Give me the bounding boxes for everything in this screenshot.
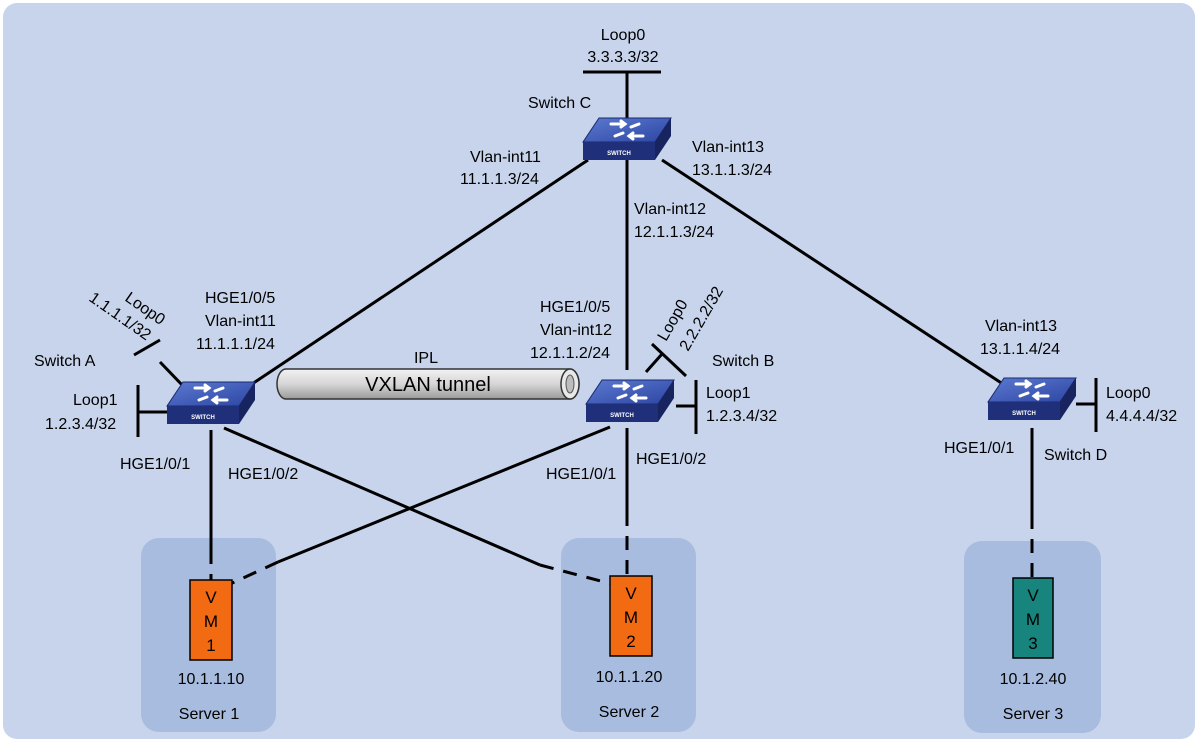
a-hge2: HGE1/0/2 [228, 466, 298, 483]
c-vlan12-name: Vlan-int12 [634, 201, 706, 218]
b-uplink-ip: 12.1.1.2/24 [530, 345, 610, 362]
loop0-bar-a [133, 338, 161, 357]
server-1-ip: 10.1.1.10 [178, 671, 245, 688]
a-hge1: HGE1/0/1 [120, 456, 190, 473]
vxlan-tunnel: VXLAN tunnel [276, 368, 580, 400]
switch-b-name: Switch B [712, 353, 774, 370]
svg-text:M: M [204, 612, 218, 631]
a-loop1-ip: 1.2.3.4/32 [45, 416, 116, 433]
switch-c[interactable] [581, 116, 673, 162]
server-2-ip: 10.1.1.20 [596, 669, 663, 686]
server-3-name: Server 3 [1003, 706, 1064, 723]
loop0-bar-b [650, 342, 688, 378]
svg-text:M: M [624, 608, 638, 627]
switch-b[interactable] [584, 378, 676, 424]
switch-a[interactable] [165, 380, 257, 426]
svg-text:M: M [1026, 610, 1040, 629]
d-vlan13-name: Vlan-int13 [985, 318, 1057, 335]
link-b-loop0 [644, 353, 664, 373]
c-vlan11-ip: 11.1.1.3/24 [460, 171, 539, 188]
b-loop1-name: Loop1 [706, 385, 751, 402]
ipl-label: IPL [414, 350, 438, 367]
vm-2[interactable]: V M 2 [609, 575, 653, 657]
dashed-links [209, 512, 1034, 587]
b-uplink-port: HGE1/0/5 [540, 299, 610, 316]
network-links [133, 70, 1098, 567]
c-vlan11-name: Vlan-int11 [470, 149, 541, 166]
d-loop0-ip: 4.4.4.4/32 [1106, 408, 1177, 425]
switch-icon [986, 376, 1078, 422]
c-vlan13-ip: 13.1.1.3/24 [692, 162, 772, 179]
diagram-background [3, 3, 1195, 739]
b-loop1-ip: 1.2.3.4/32 [706, 408, 777, 425]
link-c-d [661, 158, 1013, 392]
b-uplink-name: Vlan-int12 [540, 322, 612, 339]
link-a-hge2 [223, 426, 541, 567]
tunnel-label: VXLAN tunnel [365, 374, 491, 396]
a-uplink-port: HGE1/0/5 [205, 290, 275, 307]
vm-3-box [1012, 577, 1054, 659]
link-b-vm1 [277, 425, 611, 564]
switch-icon [584, 378, 676, 424]
switch-d[interactable] [986, 376, 1078, 422]
server-2-name: Server 2 [599, 704, 660, 721]
svg-text:V: V [205, 588, 217, 607]
svg-text:V: V [1027, 586, 1039, 605]
switch-c-name: Switch C [528, 95, 591, 112]
switch-a-name: Switch A [34, 353, 96, 370]
svg-text:3: 3 [1028, 634, 1037, 653]
b-hge2: HGE1/0/2 [636, 451, 706, 468]
server-1-name: Server 1 [179, 706, 240, 723]
svg-text:1: 1 [206, 636, 215, 655]
c-loop0-name: Loop0 [601, 27, 646, 44]
switch-icon [165, 380, 257, 426]
vm-2-box [609, 575, 653, 657]
b-hge1: HGE1/0/1 [546, 466, 616, 483]
server-3-ip: 10.1.2.40 [1000, 671, 1067, 688]
svg-text:2: 2 [626, 632, 635, 651]
vm-1-box [189, 579, 233, 661]
vm-3[interactable]: V M 3 [1012, 577, 1054, 659]
switch-icon [581, 116, 673, 162]
svg-text:V: V [625, 584, 637, 603]
d-loop0-name: Loop0 [1106, 385, 1151, 402]
link-c-a [239, 158, 589, 394]
c-loop0-ip: 3.3.3.3/32 [587, 49, 658, 66]
a-loop1-name: Loop1 [73, 392, 118, 409]
link-a-loop0 [158, 360, 187, 390]
a-uplink-name: Vlan-int11 [205, 313, 276, 330]
vm-1[interactable]: V M 1 [189, 579, 233, 661]
d-hge1: HGE1/0/1 [944, 440, 1014, 457]
switch-d-name: Switch D [1044, 447, 1107, 464]
a-uplink-ip: 11.1.1.1/24 [196, 336, 275, 353]
c-vlan12-ip: 12.1.1.3/24 [634, 224, 714, 241]
c-vlan13-name: Vlan-int13 [692, 139, 764, 156]
d-vlan13-ip: 13.1.1.4/24 [980, 341, 1060, 358]
